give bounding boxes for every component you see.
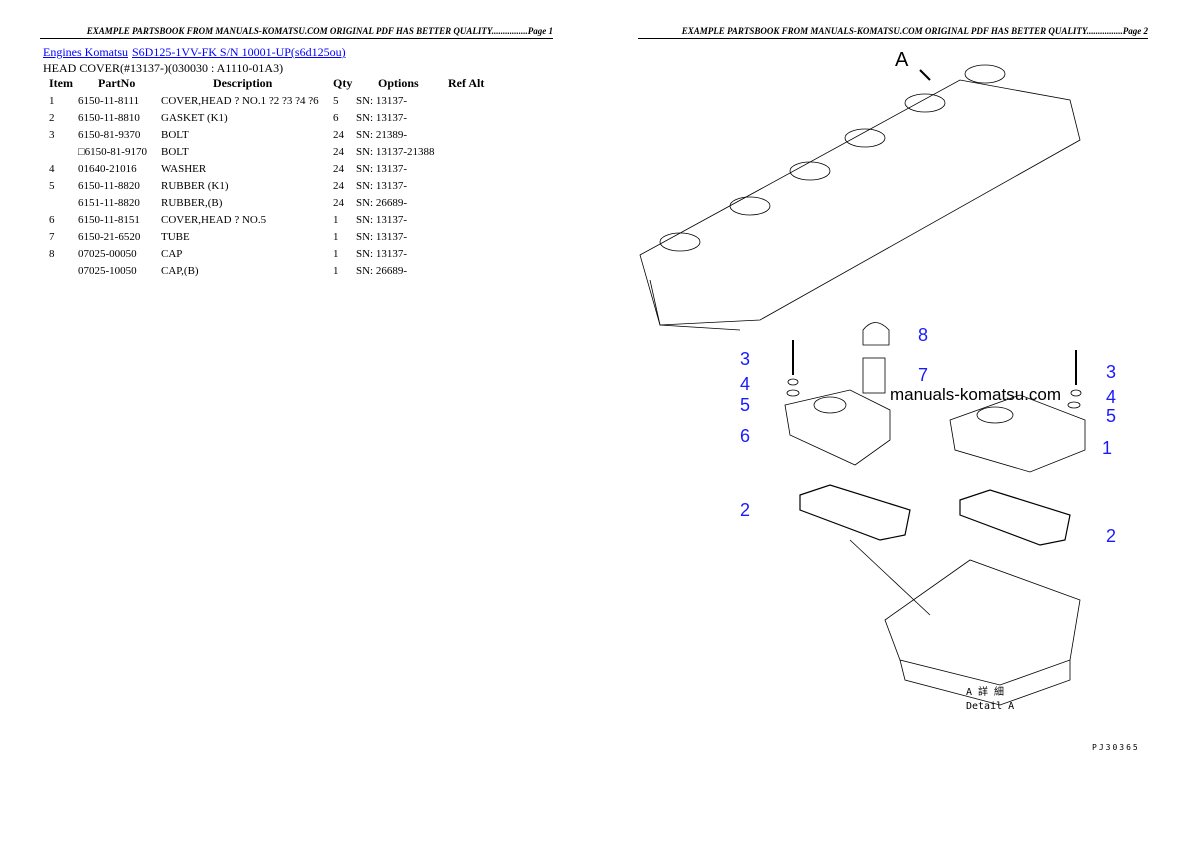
cell-part-no: 01640-21016: [78, 163, 137, 175]
callout-3: 3: [740, 349, 751, 369]
detail-label: Detail A: [966, 701, 1015, 712]
callout-5: 5: [740, 395, 751, 415]
cell-qty: 6: [333, 112, 339, 124]
cell-qty: 1: [333, 248, 339, 260]
cell-description: BOLT: [161, 129, 189, 141]
cell-item: 7: [49, 231, 55, 243]
cell-description: CAP,(B): [161, 265, 199, 277]
cell-description: TUBE: [161, 231, 190, 243]
callout-2-right: 2: [1106, 526, 1117, 546]
cell-options: SN: 13137-: [356, 214, 408, 226]
engines-komatsu-link[interactable]: Engines Komatsu: [43, 45, 128, 59]
cell-item: 3: [49, 129, 55, 141]
cell-qty: 24: [333, 180, 344, 192]
cell-part-no: 6150-11-8151: [78, 214, 140, 226]
cell-qty: 1: [333, 265, 339, 277]
page-title: HEAD COVER(#13137-)(030030 : A1110-01A3): [43, 61, 284, 75]
callout-2: 2: [740, 500, 751, 520]
cell-item: 2: [49, 112, 55, 124]
cell-item: 1: [49, 95, 55, 107]
column-header-ref-alt: Ref Alt: [448, 76, 485, 90]
breadcrumb: Engines Komatsu S6D125-1VV-FK S/N 10001-U…: [43, 45, 350, 60]
watermark: manuals-komatsu.com: [890, 385, 1062, 404]
cell-part-no: 6150-81-9370: [78, 129, 141, 141]
cell-options: SN: 13137-: [356, 231, 408, 243]
cell-description: RUBBER (K1): [161, 180, 229, 192]
cell-part-no: 6150-11-8820: [78, 180, 140, 192]
callout-3-right: 3: [1106, 362, 1117, 382]
cell-description: GASKET (K1): [161, 112, 228, 124]
cell-item: 5: [49, 180, 55, 192]
cell-part-no: 07025-00050: [78, 248, 137, 260]
cell-qty: 5: [333, 95, 339, 107]
cell-part-no: 6150-11-8111: [78, 95, 140, 107]
page2-header: EXAMPLE PARTSBOOK FROM MANUALS-KOMATSU.C…: [638, 26, 1148, 39]
cell-qty: 24: [333, 163, 344, 175]
cell-description: COVER,HEAD ? NO.1 ?2 ?3 ?4 ?6: [161, 95, 319, 107]
callout-7: 7: [918, 365, 929, 385]
figure-code: PJ30365: [1092, 743, 1140, 752]
callout-4-right: 4: [1106, 387, 1117, 407]
callout-8: 8: [918, 325, 929, 345]
cell-item: 8: [49, 248, 55, 260]
cell-description: WASHER: [161, 163, 207, 175]
cell-options: SN: 13137-: [356, 112, 408, 124]
cell-qty: 24: [333, 129, 344, 141]
cell-qty: 1: [333, 231, 339, 243]
column-header-part-no: PartNo: [98, 76, 136, 90]
callout-6: 6: [740, 426, 751, 446]
cell-options: SN: 13137-: [356, 248, 408, 260]
page1-header: EXAMPLE PARTSBOOK FROM MANUALS-KOMATSU.C…: [40, 26, 553, 39]
callout-4: 4: [740, 374, 751, 394]
view-label: A: [895, 49, 909, 71]
callout-5-right: 5: [1106, 406, 1117, 426]
cell-item: 4: [49, 163, 55, 175]
cell-qty: 24: [333, 197, 344, 209]
filler-openings: [659, 64, 1006, 252]
column-header-description: Description: [213, 76, 273, 90]
arrow-a: [919, 69, 931, 81]
engine-head-cover-assembly: [639, 64, 1081, 331]
cell-item: 6: [49, 214, 55, 226]
cell-options: SN: 26689-: [356, 265, 408, 277]
cell-options: SN: 13137-: [356, 95, 408, 107]
cell-description: RUBBER,(B): [161, 197, 223, 209]
cell-description: CAP: [161, 248, 183, 260]
cell-options: SN: 13137-: [356, 180, 408, 192]
cell-options: SN: 21389-: [356, 129, 408, 141]
column-header-item: Item: [49, 76, 73, 90]
parts-diagram: [639, 64, 1086, 706]
cell-options: SN: 13137-21388: [356, 146, 435, 158]
callout-1: 1: [1102, 438, 1113, 458]
cell-options: SN: 13137-: [356, 163, 408, 175]
detail-label-jp: A 詳 細: [966, 687, 1005, 698]
exploded-parts: [784, 322, 1086, 706]
cell-qty: 24: [333, 146, 344, 158]
cell-part-no: 6151-11-8820: [78, 197, 140, 209]
cell-part-no: □6150-81-9170: [78, 146, 147, 158]
column-header-qty: Qty: [333, 76, 353, 90]
cell-description: COVER,HEAD ? NO.5: [161, 214, 267, 226]
cell-part-no: 6150-11-8810: [78, 112, 140, 124]
model-link[interactable]: S6D125-1VV-FK S/N 10001-UP(s6d125ou): [132, 45, 346, 59]
cell-options: SN: 26689-: [356, 197, 408, 209]
cell-part-no: 6150-21-6520: [78, 231, 141, 243]
column-header-options: Options: [378, 76, 419, 90]
cell-part-no: 07025-10050: [78, 265, 137, 277]
cell-qty: 1: [333, 214, 339, 226]
cell-description: BOLT: [161, 146, 189, 158]
